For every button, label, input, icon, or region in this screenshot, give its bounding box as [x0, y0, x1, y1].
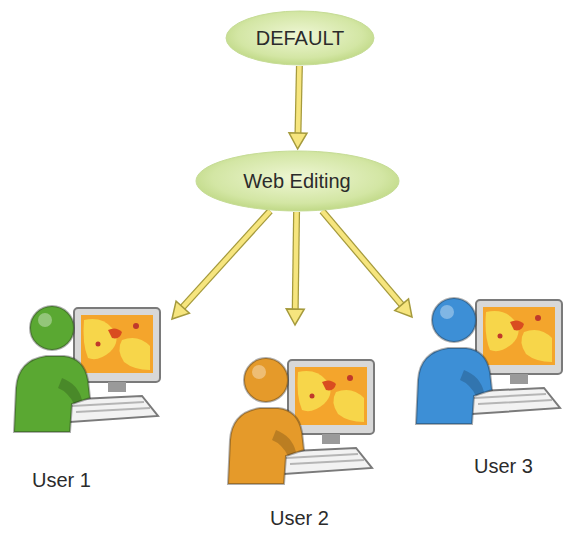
arrow-outline — [298, 66, 299, 135]
arrow-head — [172, 301, 189, 319]
user-icon — [14, 306, 160, 432]
arrow-head — [395, 299, 412, 317]
user-icon — [416, 298, 562, 424]
version-ellipse: Web Editing — [195, 150, 400, 212]
arrow-connector — [322, 211, 412, 317]
version-name: DEFAULT — [256, 27, 345, 50]
arrow-head — [286, 309, 304, 325]
user-label: User 3 — [474, 455, 564, 478]
version-name: Web Editing — [243, 170, 350, 193]
arrow-outline — [322, 211, 403, 306]
arrow-shaft — [322, 211, 403, 306]
user-node: User 2 — [226, 326, 376, 530]
arrow-outline — [181, 211, 270, 309]
arrow-outline — [295, 212, 296, 311]
user-node: User 1 — [10, 300, 175, 492]
arrow-connector — [286, 212, 304, 325]
arrow-connector — [289, 66, 307, 149]
user-node: User 3 — [414, 290, 564, 478]
user-label: User 2 — [270, 507, 376, 530]
arrow-shaft — [181, 211, 270, 309]
arrow-shaft — [298, 66, 299, 135]
arrow-head — [289, 133, 307, 149]
version-ellipse: DEFAULT — [225, 10, 375, 66]
user-icon — [228, 358, 374, 484]
arrow-connector — [172, 211, 270, 319]
arrow-shaft — [295, 212, 296, 311]
user-label: User 1 — [32, 469, 175, 492]
